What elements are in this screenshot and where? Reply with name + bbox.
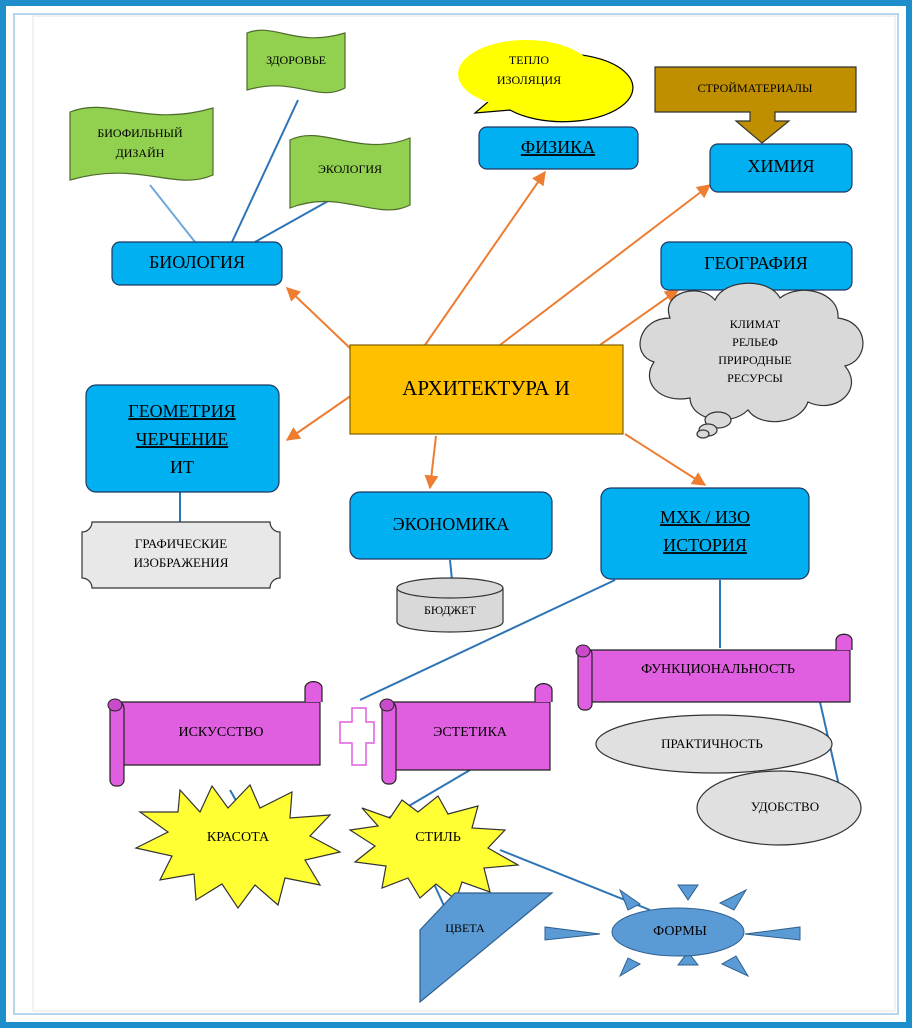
scroll-art: ИСКУССТВО <box>107 681 323 787</box>
node-physics[interactable]: ФИЗИКА <box>478 126 639 170</box>
forms-sun-label: ФОРМЫ <box>653 924 707 939</box>
line-mhk-art <box>359 579 616 701</box>
physics-bubble-line-1: ТЕПЛО <box>509 53 549 67</box>
burst-style: СТИЛЬ <box>348 795 520 902</box>
ellipse-convenience: УДОБСТВО <box>696 770 862 846</box>
node-geometry-line-2: ЧЕРЧЕНИЕ <box>136 429 228 449</box>
burst-beauty: КРАСОТА <box>134 783 342 910</box>
node-physics-label: ФИЗИКА <box>521 137 595 157</box>
node-mhk[interactable]: МХК / ИЗО ИСТОРИЯ <box>600 487 810 580</box>
arrow-to-mhk <box>624 433 707 486</box>
ellipse-convenience-label: УДОБСТВО <box>751 799 819 814</box>
node-geometry-line-1: ГЕОМЕТРИЯ <box>128 401 235 421</box>
flag-ecology: ЭКОЛОГИЯ <box>289 135 411 211</box>
arrow-to-physics <box>424 170 546 346</box>
budget-cylinder: БЮДЖЕТ <box>396 577 504 633</box>
page-border <box>32 15 896 1012</box>
center-arrows <box>285 170 712 490</box>
flag-health: ЗДОРОВЬЕ <box>246 29 346 94</box>
scroll-aesthetics: ЭСТЕТИКА <box>379 683 553 785</box>
arrow-to-biology <box>285 287 353 351</box>
arrow-to-geography <box>599 289 680 346</box>
flag-health-label: ЗДОРОВЬЕ <box>266 53 326 67</box>
flag-biophilic: БИОФИЛЬНЫЙ ДИЗАЙН <box>69 106 214 181</box>
physics-bubble-line-2: ИЗОЛЯЦИЯ <box>497 73 561 87</box>
forms-sun <box>544 884 801 978</box>
scroll-functionality: ФУНКЦИОНАЛЬНОСТЬ <box>575 633 853 711</box>
line-biology-ecology <box>254 199 331 243</box>
plaque-line-1: ГРАФИЧЕСКИЕ <box>135 536 227 551</box>
cloud-line-1: КЛИМАТ <box>730 317 781 331</box>
scroll-art-label: ИСКУССТВО <box>178 725 263 740</box>
node-mhk-line-2: ИСТОРИЯ <box>663 535 747 555</box>
node-geometry-line-3: ИТ <box>170 457 194 477</box>
node-mhk-line-1: МХК / ИЗО <box>660 507 750 527</box>
arrow-to-geometry <box>285 394 353 441</box>
plaque-line-2: ИЗОБРАЖЕНИЯ <box>134 555 229 570</box>
center-node[interactable]: АРХИТЕКТУРА И <box>349 344 624 435</box>
cloud-line-4: РЕСУРСЫ <box>727 371 783 385</box>
node-geometry[interactable]: ГЕОМЕТРИЯ ЧЕРЧЕНИЕ ИТ <box>85 384 280 493</box>
node-economics-label: ЭКОНОМИКА <box>393 514 509 534</box>
node-biology-label: БИОЛОГИЯ <box>149 252 245 272</box>
line-biology-biophilic <box>149 184 196 243</box>
scroll-functionality-label: ФУНКЦИОНАЛЬНОСТЬ <box>641 662 795 677</box>
flag-ecology-label: ЭКОЛОГИЯ <box>318 162 382 176</box>
node-economics[interactable]: ЭКОНОМИКА <box>349 491 553 560</box>
node-geography-label: ГЕОГРАФИЯ <box>704 253 808 273</box>
burst-beauty-label: КРАСОТА <box>207 830 270 845</box>
line-economics-budget <box>449 559 453 581</box>
cloud-line-2: РЕЛЬЕФ <box>732 335 778 349</box>
node-biology[interactable]: БИОЛОГИЯ <box>111 241 283 286</box>
center-node-label: АРХИТЕКТУРА И <box>402 376 570 400</box>
burst-style-label: СТИЛЬ <box>415 830 461 845</box>
arrow-to-chemistry <box>499 184 712 346</box>
colors-shape: ЦВЕТА <box>419 892 554 1004</box>
geography-cloud <box>639 282 864 439</box>
cloud-line-3: ПРИРОДНЫЕ <box>718 353 792 367</box>
node-chemistry-label: ХИМИЯ <box>747 156 814 176</box>
colors-shape-label: ЦВЕТА <box>445 921 485 935</box>
scroll-aesthetics-label: ЭСТЕТИКА <box>433 725 508 740</box>
ellipse-practicality-label: ПРАКТИЧНОСТЬ <box>661 736 763 751</box>
flag-biophilic-label-1: БИОФИЛЬНЫЙ <box>97 126 183 140</box>
line-biology-health <box>231 99 299 243</box>
plus-sign <box>339 707 375 766</box>
node-chemistry[interactable]: ХИМИЯ <box>709 143 853 193</box>
flag-biophilic-label-2: ДИЗАЙН <box>116 146 165 160</box>
chemistry-callout: СТРОЙМАТЕРИАЛЫ <box>654 66 857 144</box>
budget-label: БЮДЖЕТ <box>424 603 477 617</box>
node-geography[interactable]: ГЕОГРАФИЯ <box>660 241 853 291</box>
arrow-to-economics <box>424 435 439 490</box>
geometry-plaque: ГРАФИЧЕСКИЕ ИЗОБРАЖЕНИЯ <box>81 521 281 589</box>
chemistry-callout-label: СТРОЙМАТЕРИАЛЫ <box>697 81 813 95</box>
physics-bubble: ТЕПЛО ИЗОЛЯЦИЯ <box>458 40 634 123</box>
ellipse-practicality: ПРАКТИЧНОСТЬ <box>595 714 833 774</box>
